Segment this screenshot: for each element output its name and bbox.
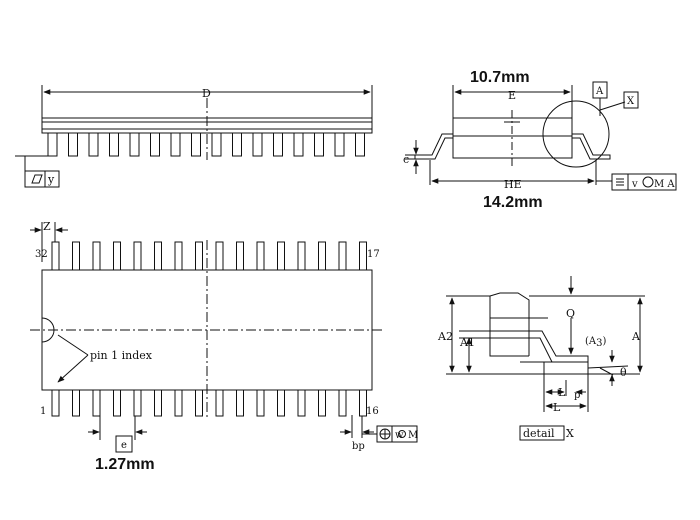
top-row-lead [256, 241, 265, 271]
side-lead [211, 132, 222, 157]
lead-width-label: bp [352, 441, 365, 452]
right-lead [572, 133, 611, 160]
a3-label: (A3) [585, 336, 607, 349]
bottom-row-lead [195, 389, 203, 417]
side-lead [88, 132, 99, 157]
top-row-lead [359, 241, 367, 271]
bottom-row-lead [154, 389, 162, 417]
body-width-value: 10.7mm [470, 69, 530, 86]
p-sub-label: p [574, 390, 580, 401]
bottom-row-lead [236, 389, 244, 417]
side-lead [170, 132, 181, 157]
top-row-lead [174, 241, 183, 271]
bottom-row-lead [72, 389, 80, 417]
side-lead [334, 132, 345, 157]
lp-label: L [558, 386, 566, 399]
datum-y-label: y [47, 173, 55, 186]
theta-label: θ [620, 366, 627, 379]
bottom-row-lead [359, 389, 367, 417]
bottom-row-lead [338, 389, 347, 417]
flatness-frame [24, 170, 60, 188]
detail-x-circle [542, 100, 610, 168]
side-lead [232, 132, 242, 157]
bottom-row-lead [174, 389, 183, 417]
detail-title-ref: X [566, 427, 574, 440]
bottom-row-lead [215, 389, 224, 417]
top-row-lead [51, 241, 60, 271]
pin-16-label: 16 [366, 406, 379, 417]
standoff-label: A1 [459, 336, 475, 349]
top-row-lead [113, 241, 121, 271]
lead-tolerance-frame [376, 425, 418, 443]
lead-q-label: Q [566, 307, 575, 320]
pin-32-label: 32 [35, 249, 48, 260]
top-row-lead [154, 241, 162, 271]
pitch-value: 1.27mm [95, 456, 155, 473]
bottom-row-lead [318, 389, 326, 417]
body-width-label: E [508, 89, 516, 102]
side-lead [47, 132, 58, 157]
body-height-label: A2 [437, 330, 453, 343]
overall-width-value: 14.2mm [483, 194, 543, 211]
bottom-row-lead [256, 389, 265, 417]
side-lead [273, 132, 283, 157]
top-row-lead [318, 241, 326, 271]
thickness-label: c [403, 153, 409, 166]
end-view [405, 81, 677, 191]
top-row-lead [195, 241, 203, 271]
side-lead [355, 132, 365, 157]
side-lead [150, 132, 160, 157]
overall-width-label: HE [504, 178, 522, 191]
detail-title: detail [523, 427, 555, 440]
lead-tolerance-symbol: w [395, 430, 404, 441]
bottom-row-lead [51, 389, 60, 417]
plan-view [30, 222, 418, 453]
total-height-label: A [631, 330, 641, 343]
top-row-lead [92, 241, 101, 271]
bottom-row-lead [297, 389, 306, 417]
side-view [15, 85, 373, 188]
datum-a-label: A [595, 86, 604, 97]
side-lead [293, 132, 304, 157]
side-lead [252, 132, 263, 157]
l-label: L [553, 401, 561, 414]
top-row-lead [72, 241, 80, 271]
tolerance-ref: M A [654, 179, 675, 190]
side-lead [109, 132, 119, 157]
side-lead [68, 132, 78, 157]
bottom-row-lead [133, 389, 142, 417]
bottom-row-lead [113, 389, 121, 417]
pitch-label: e [121, 440, 127, 451]
pin-index-label: pin 1 index [90, 349, 153, 362]
top-row-lead [133, 241, 142, 271]
detail-view [446, 276, 645, 441]
pin1-notch [41, 317, 55, 343]
bottom-row-lead [92, 389, 101, 417]
bottom-row-lead [277, 389, 285, 417]
side-lead [191, 132, 201, 157]
top-row-lead [215, 241, 224, 271]
side-lead [129, 132, 140, 157]
z-label: Z [43, 220, 51, 233]
tolerance-symbol: v [631, 179, 638, 190]
left-lead [414, 133, 453, 160]
pin-1-label: 1 [40, 406, 46, 417]
top-row-lead [338, 241, 347, 271]
length-label: D [202, 87, 211, 100]
position-tolerance-frame [611, 173, 677, 191]
detail-callout-label: X [627, 96, 635, 107]
top-row-lead [297, 241, 306, 271]
pin-17-label: 17 [367, 249, 380, 260]
top-row-lead [236, 241, 244, 271]
lead-tolerance-ref: M [408, 430, 418, 441]
side-lead [314, 132, 324, 157]
top-row-lead [277, 241, 285, 271]
